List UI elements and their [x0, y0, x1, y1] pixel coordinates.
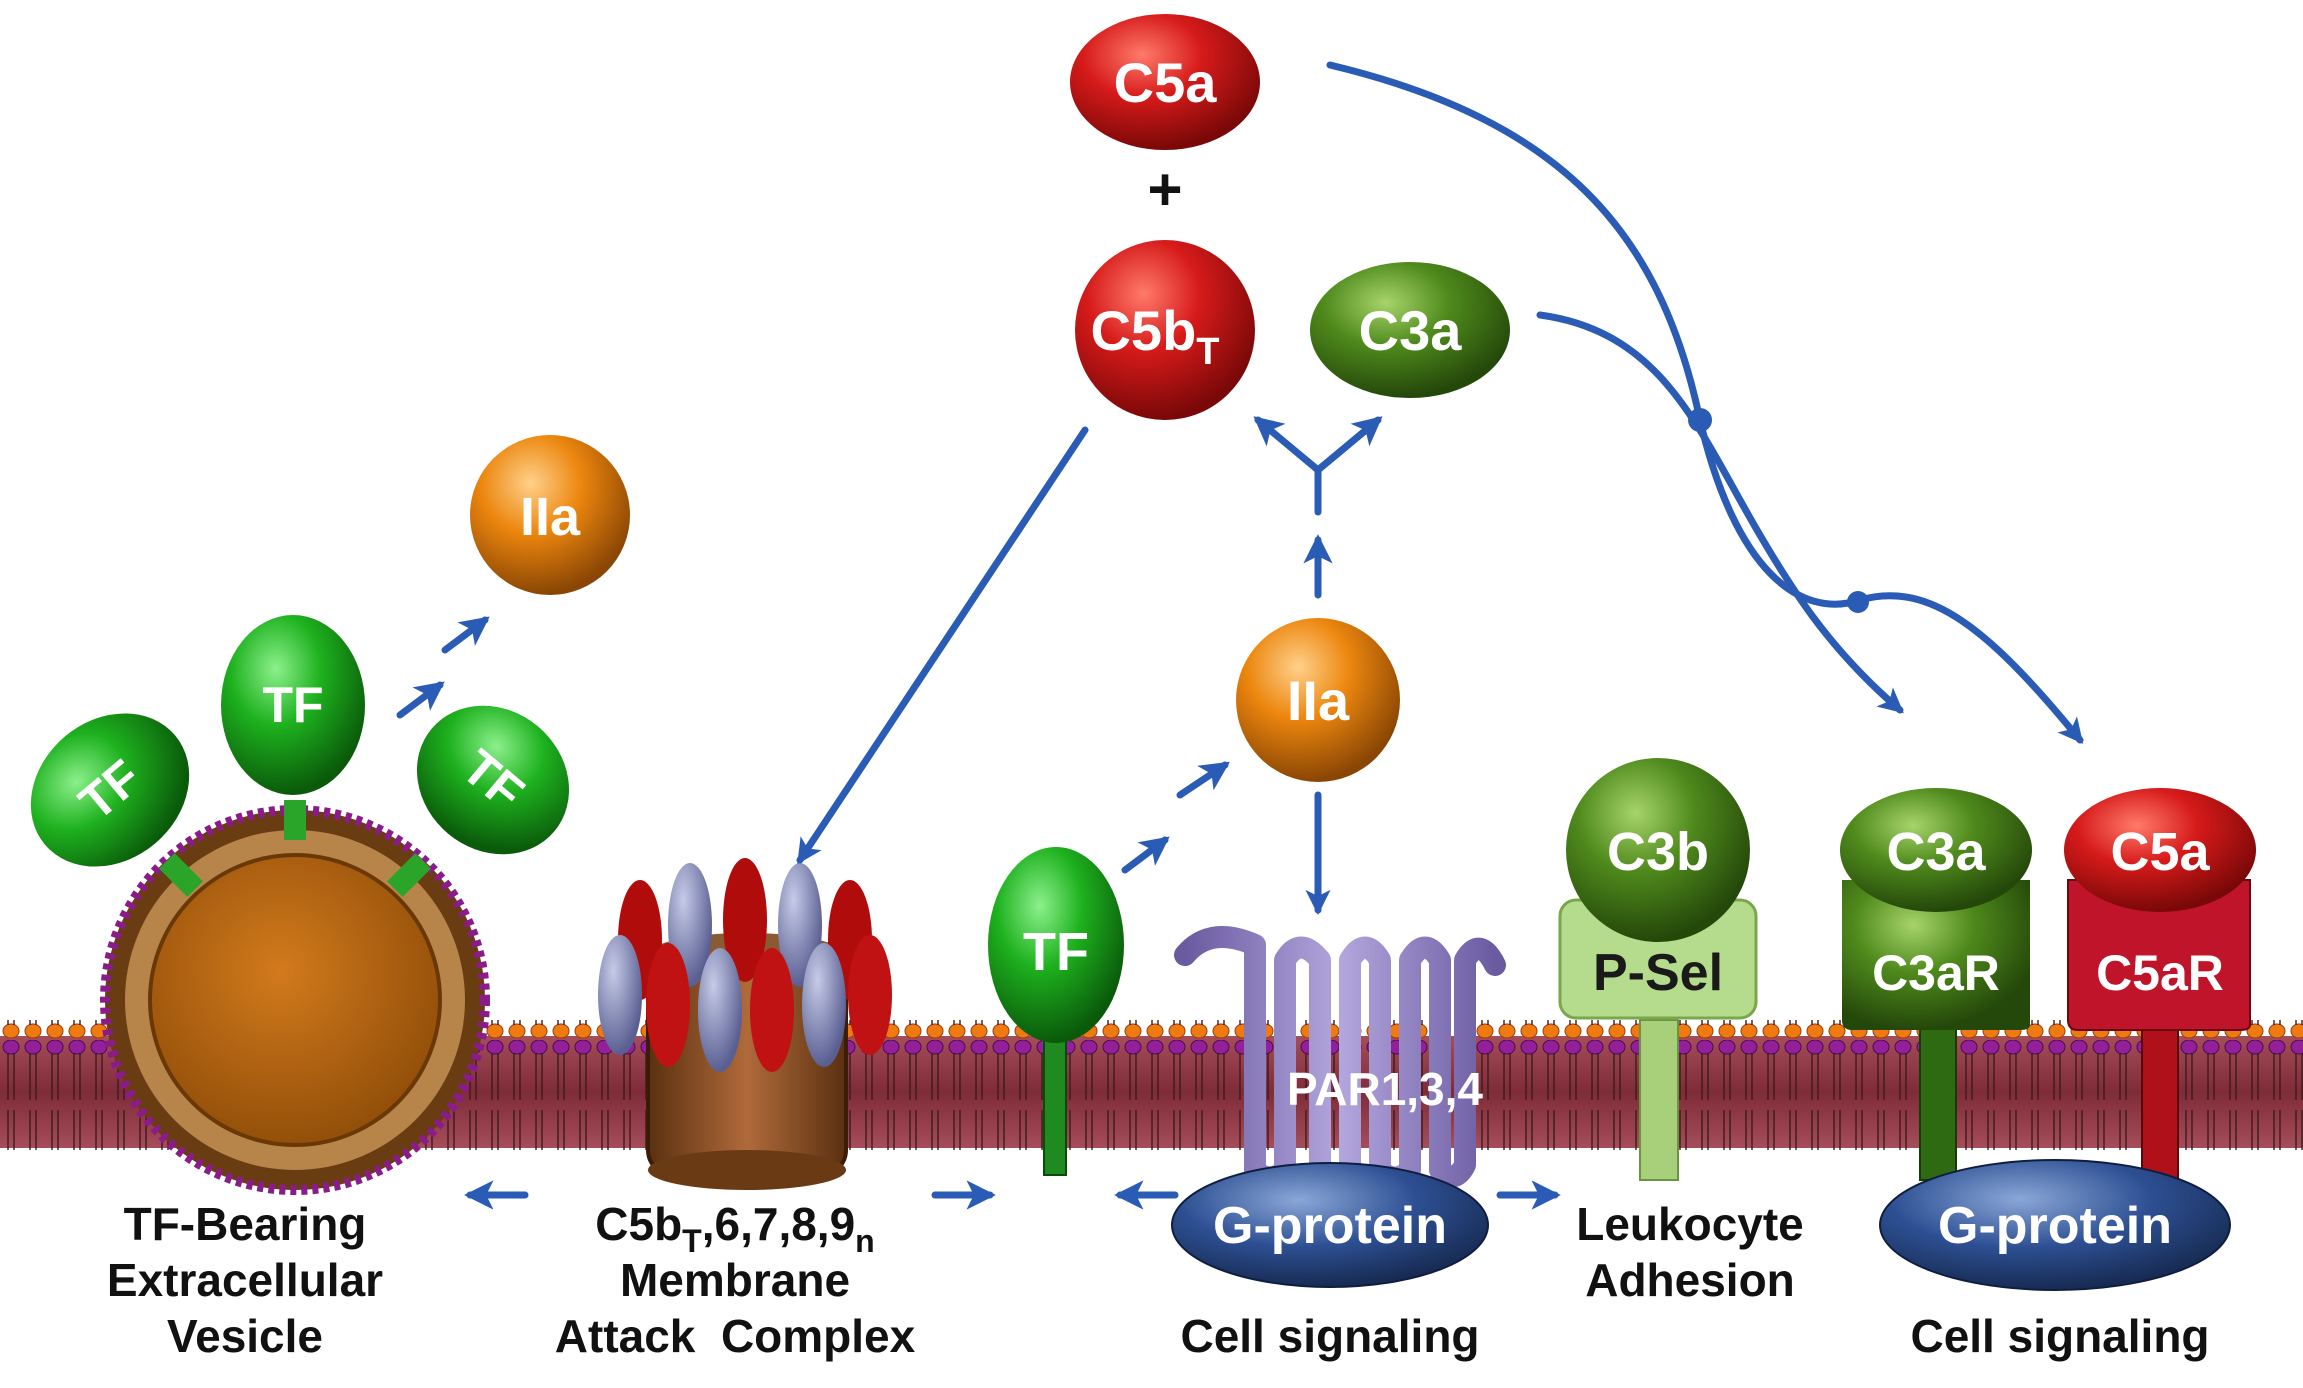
- caption-mac-line3: Attack Complex: [555, 1310, 916, 1362]
- caption-cell-signaling-left: Cell signaling: [1180, 1310, 1479, 1362]
- c3a-top: C3a: [1310, 262, 1510, 398]
- c5a-top-label: C5a: [1114, 51, 1218, 114]
- c5a-top: C5a: [1070, 14, 1260, 150]
- c3a-bound-label: C3a: [1886, 822, 1986, 882]
- tf-vesicle-top-label: TF: [262, 677, 323, 733]
- caption-vesicle-line3: Vesicle: [167, 1310, 323, 1362]
- thrombin-center: IIa: [1236, 618, 1400, 782]
- tf-vesicle-top: TF: [221, 615, 365, 795]
- junction-node-lower: [1847, 591, 1869, 613]
- caption-vesicle-line1: TF-Bearing: [124, 1198, 367, 1250]
- tf-membrane-label: TF: [1023, 922, 1089, 982]
- c3b-psel-complex: P-Sel C3b: [1558, 758, 1758, 1181]
- membrane-attack-complex: [598, 858, 892, 1190]
- arrow-c3a-to-receptors: [1536, 311, 1904, 714]
- gprotein-left-label: G-protein: [1213, 1197, 1447, 1255]
- mac-pore-base: [648, 1150, 846, 1190]
- caption-mac-line1: C5bT,6,7,8,9n: [595, 1198, 874, 1259]
- tf-membrane: TF: [988, 847, 1124, 1176]
- c5b-top-label: C5bT: [1090, 299, 1219, 373]
- vesicle-lumen: [148, 853, 442, 1147]
- psel-label: P-Sel: [1593, 944, 1723, 1002]
- c3a-receptor-complex: C3aR C3a: [1840, 788, 2032, 1181]
- caption-cell-signaling-right: Cell signaling: [1910, 1310, 2209, 1362]
- gprotein-right: G-protein: [1879, 1159, 2231, 1291]
- junction-node-upper: [1688, 408, 1712, 432]
- arrow-tf-to-iia-center: [1121, 761, 1230, 874]
- mac-subunits: [598, 858, 892, 1072]
- caption-mac: C5bT,6,7,8,9n Membrane Attack Complex: [555, 1198, 916, 1362]
- thrombin-center-label: IIa: [1287, 669, 1350, 732]
- caption-leukocyte: Leukocyte Adhesion: [1576, 1198, 1804, 1306]
- thrombin-left-label: IIa: [520, 487, 581, 547]
- arrow-c5b-to-mac: [796, 426, 1089, 865]
- par-label: PAR1,3,4: [1287, 1063, 1483, 1115]
- caption-mac-line2: Membrane: [620, 1254, 850, 1306]
- extracellular-vesicle: TF TF TF: [30, 615, 570, 1195]
- caption-vesicle-line2: Extracellular: [107, 1254, 383, 1306]
- arrow-y-split: [1253, 416, 1383, 516]
- arrows: [396, 61, 2084, 1210]
- tf-vesicle-right: TF: [416, 705, 570, 855]
- gprotein-left: G-protein: [1171, 1162, 1489, 1288]
- caption-leukocyte-line1: Leukocyte: [1576, 1198, 1804, 1250]
- tf-anchor-right: [387, 853, 431, 897]
- gprotein-right-label: G-protein: [1938, 1197, 2172, 1255]
- arrow-c5a-to-receptors: [1326, 61, 2084, 744]
- caption-leukocyte-line2: Adhesion: [1585, 1254, 1795, 1306]
- arrow-tf-to-iia-left: [396, 616, 490, 719]
- c5ar-label: C5aR: [2096, 945, 2224, 1001]
- c3a-top-label: C3a: [1359, 299, 1463, 362]
- c3b-label: C3b: [1607, 822, 1709, 882]
- tf-anchor-left: [159, 853, 203, 897]
- tf-anchor-top: [284, 800, 306, 840]
- thrombin-left: IIa: [470, 435, 630, 595]
- plus-sign: +: [1147, 156, 1182, 223]
- caption-vesicle: TF-Bearing Extracellular Vesicle: [107, 1198, 383, 1362]
- c5b-top: C5bT: [1075, 240, 1255, 420]
- c3ar-label: C3aR: [1872, 945, 2000, 1001]
- tf-vesicle-left: TF: [30, 713, 190, 867]
- c5a-bound-label: C5a: [2110, 822, 2210, 882]
- c5a-receptor-complex: C5aR C5a: [2064, 788, 2256, 1181]
